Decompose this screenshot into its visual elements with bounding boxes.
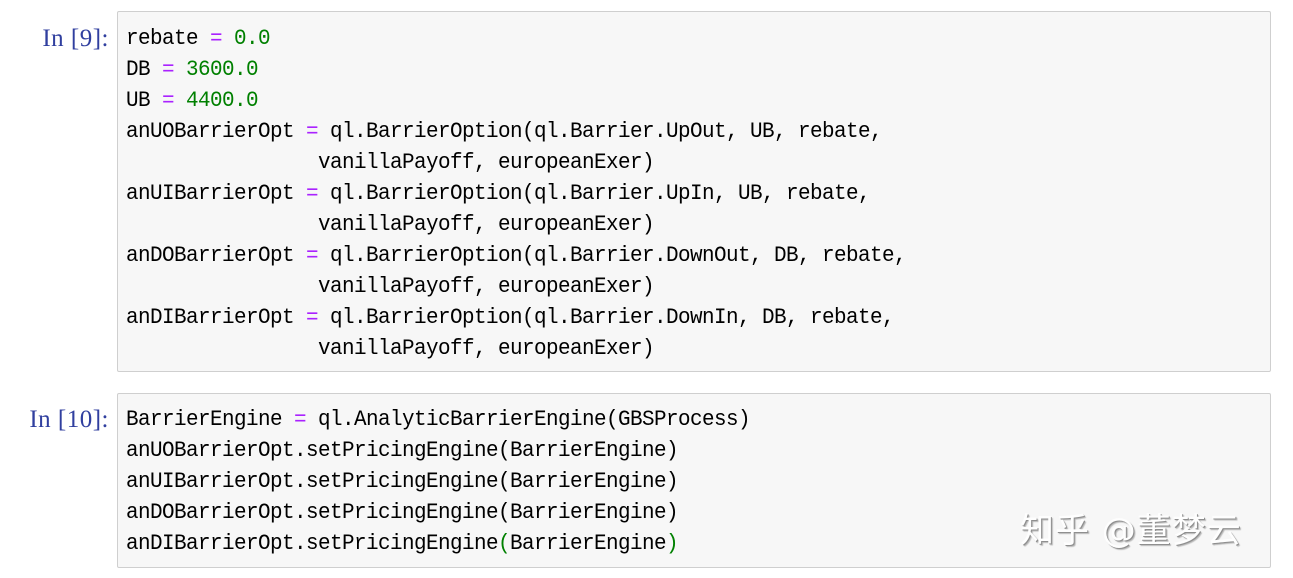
code-token: BarrierEngine — [509, 530, 667, 556]
code-token — [174, 56, 186, 82]
code-line: BarrierEngine = ql.AnalyticBarrierEngine… — [126, 404, 751, 435]
code-line: UB = 4400.0 — [126, 85, 906, 116]
code-token: anDOBarrierOpt.setPricingEngine(BarrierE… — [126, 499, 679, 525]
matched-paren-token: ) — [665, 530, 679, 556]
matched-paren-token: ( — [497, 530, 511, 556]
code-token: UB — [126, 87, 163, 113]
code-token: vanillaPayoff, europeanExer) — [126, 335, 655, 361]
operator-token: = — [162, 87, 175, 113]
code-line: rebate = 0.0 — [126, 23, 906, 54]
operator-token: = — [162, 56, 175, 82]
code-token: anDIBarrierOpt.setPricingEngine — [126, 530, 499, 556]
code-line: anDOBarrierOpt = ql.BarrierOption(ql.Bar… — [126, 240, 907, 271]
code-text[interactable]: BarrierEngine = ql.AnalyticBarrierEngine… — [126, 404, 751, 559]
cell-prompt: In [9]: — [42, 25, 109, 52]
code-line: anUIBarrierOpt = ql.BarrierOption(ql.Bar… — [126, 178, 906, 209]
operator-token: = — [305, 304, 319, 330]
code-token: rebate — [126, 25, 211, 51]
code-line: anUOBarrierOpt.setPricingEngine(BarrierE… — [126, 435, 750, 466]
code-line: anDIBarrierOpt.setPricingEngine(BarrierE… — [126, 528, 750, 559]
code-line: anUOBarrierOpt = ql.BarrierOption(ql.Bar… — [126, 116, 906, 147]
operator-token: = — [305, 242, 319, 268]
code-token — [222, 25, 234, 51]
code-line: vanillaPayoff, europeanExer) — [126, 147, 906, 178]
code-token: anDIBarrierOpt — [126, 304, 306, 330]
code-token: ql.BarrierOption(ql.Barrier.DownIn, DB, … — [318, 304, 895, 330]
number-token: 4400.0 — [186, 87, 259, 113]
number-token: 0.0 — [234, 25, 271, 51]
operator-token: = — [305, 180, 319, 206]
code-token: ql.BarrierOption(ql.Barrier.UpOut, UB, r… — [318, 118, 883, 144]
code-line: DB = 3600.0 — [126, 54, 906, 85]
code-token: anDOBarrierOpt — [126, 242, 306, 268]
code-token: anUOBarrierOpt — [126, 118, 306, 144]
code-token: anUIBarrierOpt — [126, 180, 306, 206]
code-token: ql.AnalyticBarrierEngine(GBSProcess) — [305, 406, 751, 432]
code-token: vanillaPayoff, europeanExer) — [126, 273, 655, 299]
operator-token: = — [293, 406, 307, 432]
code-token: vanillaPayoff, europeanExer) — [126, 149, 655, 175]
code-token: anUIBarrierOpt.setPricingEngine(BarrierE… — [126, 468, 679, 494]
code-token: DB — [126, 56, 163, 82]
operator-token: = — [210, 25, 223, 51]
code-line: anDIBarrierOpt = ql.BarrierOption(ql.Bar… — [126, 302, 906, 333]
code-token: ql.BarrierOption(ql.Barrier.UpIn, UB, re… — [318, 180, 871, 206]
code-line: vanillaPayoff, europeanExer) — [126, 209, 906, 240]
code-line: anDOBarrierOpt.setPricingEngine(BarrierE… — [126, 497, 750, 528]
code-token: vanillaPayoff, europeanExer) — [126, 211, 655, 237]
code-line: vanillaPayoff, europeanExer) — [126, 333, 906, 364]
code-line: anUIBarrierOpt.setPricingEngine(BarrierE… — [126, 466, 750, 497]
code-token: anUOBarrierOpt.setPricingEngine(BarrierE… — [126, 437, 679, 463]
code-token: BarrierEngine — [126, 406, 294, 432]
operator-token: = — [305, 118, 319, 144]
code-editor[interactable]: BarrierEngine = ql.AnalyticBarrierEngine… — [117, 393, 1271, 568]
code-token: ql.BarrierOption(ql.Barrier.DownOut, DB,… — [318, 242, 907, 268]
cell-prompt: In [10]: — [29, 406, 109, 433]
number-token: 3600.0 — [186, 56, 259, 82]
code-token — [174, 87, 186, 113]
code-line: vanillaPayoff, europeanExer) — [126, 271, 906, 302]
watermark: 知乎 @董梦云 — [1020, 511, 1242, 551]
